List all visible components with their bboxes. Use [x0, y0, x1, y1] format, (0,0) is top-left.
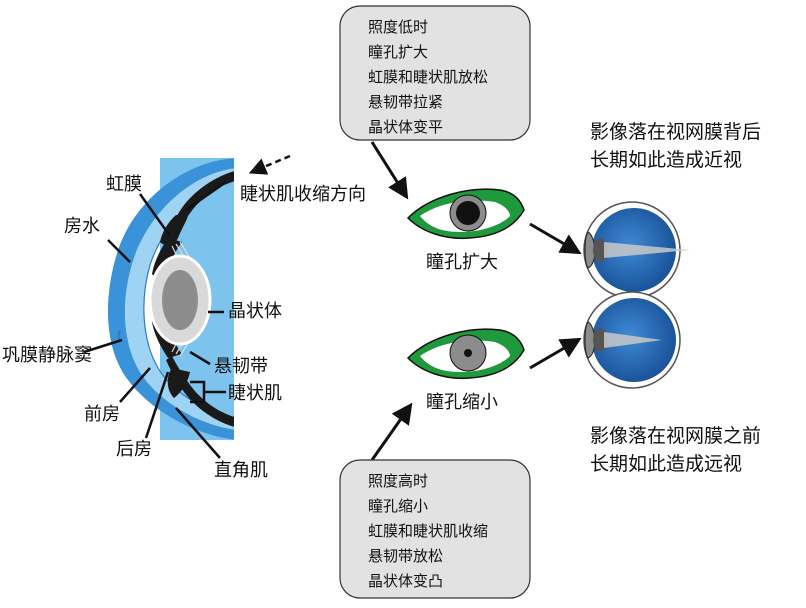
hyperopia-note: 影像落在视网膜之前 长期如此造成远视: [590, 425, 761, 475]
low-light-line-1: 照度低时: [368, 18, 428, 36]
pupil-constricted: [464, 349, 472, 357]
globe-myopia: [583, 201, 690, 299]
label-anterior-chamber: 前房: [84, 404, 120, 425]
globe-lens-2: [593, 328, 607, 352]
light-cone-1: [604, 242, 690, 258]
arrow-box-to-constricted-eye: [370, 402, 413, 461]
anatomy-labels: 虹膜 房水 睫状肌收缩方向 晶状体 巩膜静脉窦 悬韧带 睫状肌 前房 后房 直角…: [2, 174, 366, 481]
high-light-line-5: 晶状体变凸: [368, 572, 443, 590]
high-light-line-3: 虹膜和睫状肌收缩: [368, 522, 488, 540]
ciliary-body-upper: [160, 215, 188, 246]
label-pupil-constricted: 瞳孔缩小: [426, 392, 498, 413]
leader-zonule: [189, 350, 211, 366]
lower-sclera-band: [166, 356, 238, 428]
eye-cross-section: [107, 158, 240, 440]
label-rectus-muscle: 直角肌: [214, 460, 268, 481]
leader-posterior-chamber: [144, 371, 170, 439]
leader-rectus: [175, 407, 221, 459]
globe-lens-1: [593, 238, 607, 262]
high-light-line-4: 悬韧带放松: [368, 547, 443, 565]
low-light-box: 照度低时 瞳孔扩大 虹膜和睫状肌放松 悬韧带拉紧 晶状体变平: [339, 5, 531, 141]
venous-sinus-marker: [117, 329, 121, 341]
arrow-box-to-dilated-eye: [370, 141, 409, 200]
low-light-line-5: 晶状体变平: [368, 118, 443, 136]
label-pupil-dilated: 瞳孔扩大: [426, 252, 498, 273]
leader-venous-sinus: [83, 338, 123, 354]
ciliary-direction-arrow: [248, 154, 291, 175]
hyperopia-note-line-2: 长期如此造成远视: [590, 453, 742, 475]
leader-anterior-chamber: [119, 367, 151, 403]
high-light-line-2: 瞳孔缩小: [368, 497, 428, 515]
label-posterior-chamber: 后房: [116, 439, 152, 460]
label-aqueous-humor: 房水: [64, 216, 100, 237]
label-scleral-venous-sinus: 巩膜静脉窦: [2, 345, 92, 366]
low-light-line-3: 虹膜和睫状肌放松: [368, 68, 488, 86]
leader-ciliary-direction: [185, 180, 227, 212]
hyperopia-note-line-1: 影像落在视网膜之前: [590, 425, 761, 447]
light-cone-2: [604, 332, 662, 348]
globe-cornea-2: [584, 321, 596, 359]
label-lens: 晶状体: [228, 301, 282, 322]
label-ciliary-direction: 睫状肌收缩方向: [240, 184, 366, 205]
ciliary-muscle-lower: [167, 368, 190, 398]
low-light-box-bg: [339, 5, 531, 141]
label-iris: 虹膜: [106, 174, 142, 195]
leader-aqueous: [107, 239, 131, 263]
myopia-note: 影像落在视网膜背后 长期如此造成近视: [590, 121, 761, 171]
aqueous-region: [124, 168, 238, 430]
globe-hyperopia: [583, 291, 681, 389]
arrow-to-myopia-globe: [529, 222, 582, 255]
low-light-line-4: 悬韧带拉紧: [368, 93, 443, 111]
lens-nucleus: [162, 270, 198, 330]
eye-front-constricted: [406, 328, 525, 380]
arrow-to-hyperopia-globe: [529, 337, 582, 370]
pupil-dilated: [456, 201, 480, 225]
high-light-box: 照度高时 瞳孔缩小 虹膜和睫状肌收缩 悬韧带放松 晶状体变凸: [339, 459, 531, 599]
globe-cornea-1: [584, 231, 596, 269]
label-ciliary-muscle: 睫状肌: [228, 383, 282, 404]
leader-lines: [83, 180, 227, 459]
label-zonule: 悬韧带: [214, 356, 268, 377]
leader-iris: [138, 193, 172, 237]
high-light-box-bg: [339, 459, 531, 599]
high-light-line-1: 照度高时: [368, 472, 428, 490]
eye-front-dilated: [406, 188, 525, 240]
myopia-note-line-1: 影像落在视网膜背后: [590, 121, 761, 143]
low-light-line-2: 瞳孔扩大: [368, 43, 428, 61]
myopia-note-line-2: 长期如此造成近视: [590, 149, 742, 171]
section-edge: [234, 158, 240, 440]
cornea-shell: [107, 158, 238, 440]
